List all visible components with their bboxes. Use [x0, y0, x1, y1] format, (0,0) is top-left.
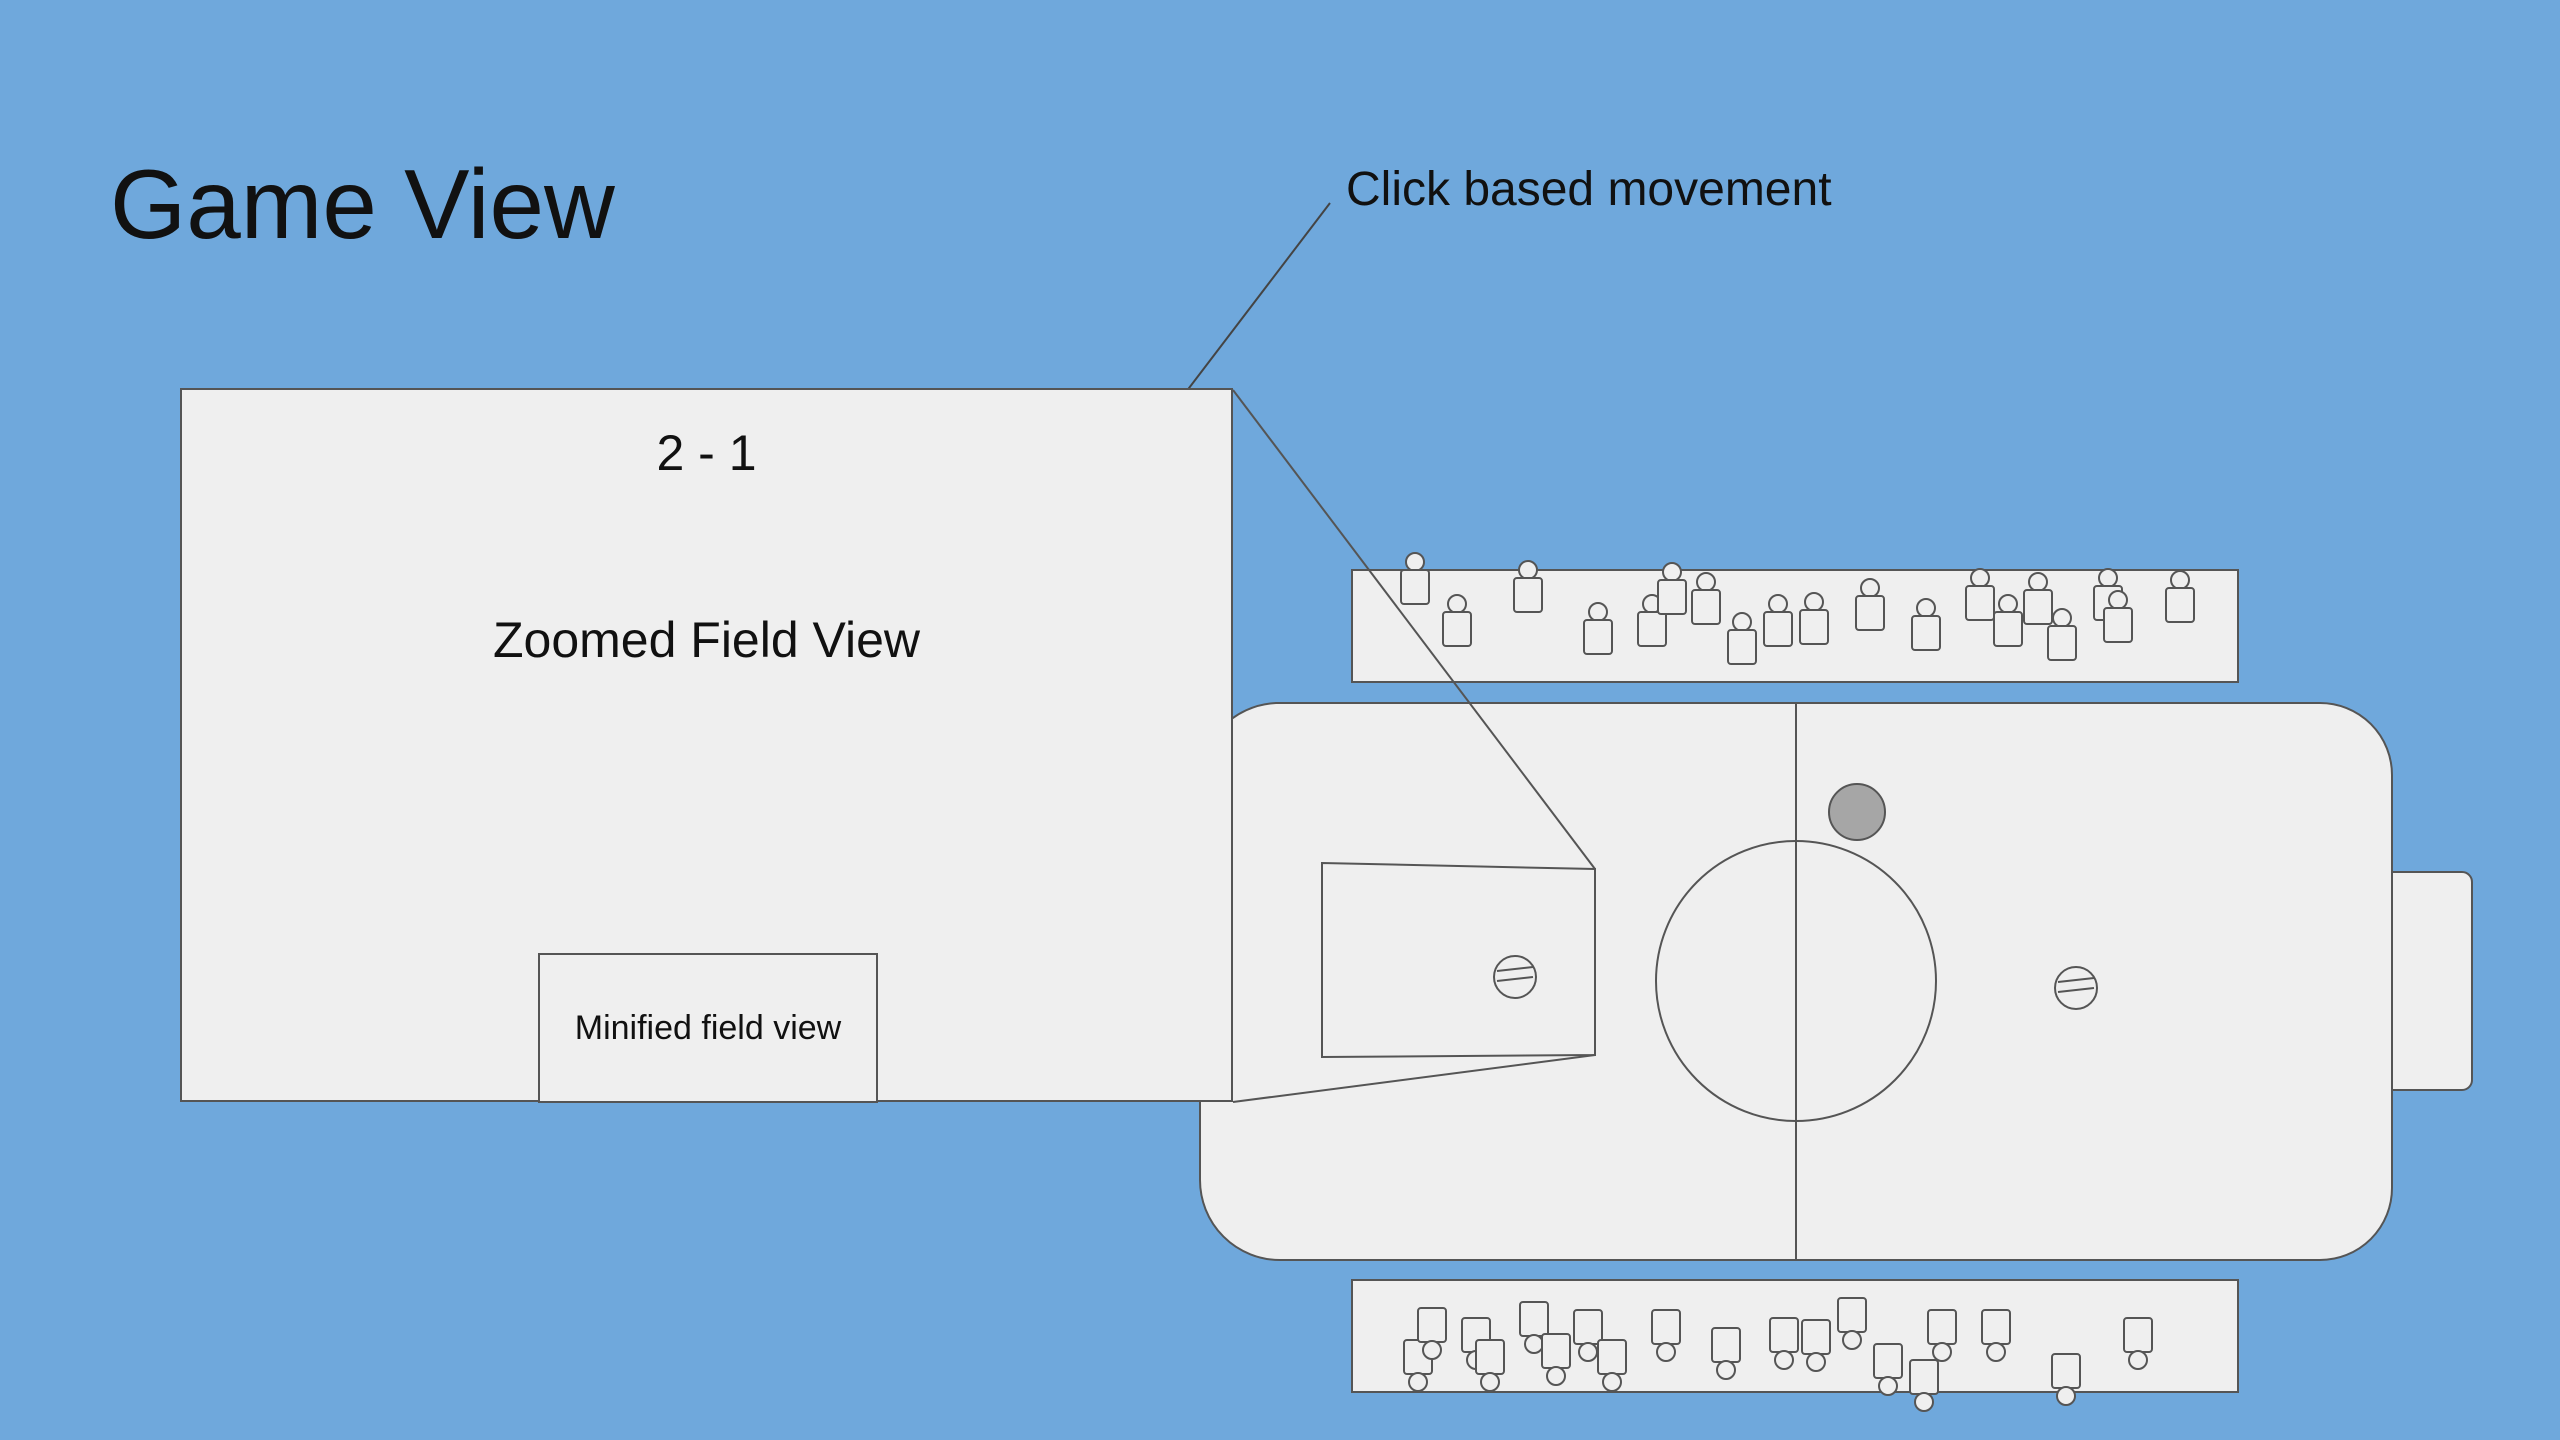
spectators-bottom-group: [1403, 1297, 2153, 1412]
person-outline-icon: [1801, 1319, 1831, 1372]
person-outline-icon: [1909, 1359, 1939, 1412]
person-outline-icon: [2023, 572, 2053, 625]
person-outline-icon: [1911, 598, 1941, 651]
person-outline-icon: [1442, 594, 1472, 647]
zoom-line-top: [1232, 389, 1596, 870]
soccer-ball-icon: [2054, 966, 2098, 1010]
person-outline-icon: [1981, 1309, 2011, 1362]
person-outline-icon: [1651, 1309, 1681, 1362]
person-outline-icon: [2103, 590, 2133, 643]
person-outline-icon: [1855, 578, 1885, 631]
person-outline-icon: [2123, 1317, 2153, 1370]
person-outline-icon: [1691, 572, 1721, 625]
person-outline-icon: [2047, 608, 2077, 661]
person-outline-icon: [2165, 570, 2195, 623]
person-outline-icon: [1927, 1309, 1957, 1362]
person-outline-icon: [1417, 1307, 1447, 1360]
person-outline-icon: [1769, 1317, 1799, 1370]
page-title: Game View: [110, 149, 615, 259]
minimap-panel[interactable]: Minified field view: [538, 953, 878, 1103]
callout-label: Click based movement: [1346, 163, 1832, 216]
person-outline-icon: [1541, 1333, 1571, 1386]
soccer-ball-icon: [1493, 955, 1537, 999]
person-outline-icon: [1993, 594, 2023, 647]
zoomed-field-label: Zoomed Field View: [492, 612, 921, 668]
score-display: 2 - 1: [656, 425, 757, 481]
viewport-region: [1321, 861, 1596, 1059]
person-outline-icon: [1583, 602, 1613, 655]
minimap-label: Minified field view: [574, 1009, 842, 1047]
person-outline-icon: [1475, 1339, 1505, 1392]
zoomed-field-view-panel: 2 - 1 Zoomed Field View Minified field v…: [180, 388, 1233, 1103]
spectators-top-group: [1400, 552, 2195, 665]
person-outline-icon: [1400, 552, 1430, 605]
person-outline-icon: [2051, 1353, 2081, 1406]
person-outline-icon: [1513, 560, 1543, 613]
person-outline-icon: [1965, 568, 1995, 621]
person-outline-icon: [1573, 1309, 1603, 1362]
person-outline-icon: [1727, 612, 1757, 665]
marker-circle: [1828, 783, 1886, 841]
person-outline-icon: [1657, 562, 1687, 615]
person-outline-icon: [1837, 1297, 1867, 1350]
person-outline-icon: [1763, 594, 1793, 647]
center-circle: [1655, 840, 1937, 1122]
person-outline-icon: [1873, 1343, 1903, 1396]
stands-top: [1351, 569, 2239, 683]
person-outline-icon: [1711, 1327, 1741, 1380]
person-outline-icon: [1597, 1339, 1627, 1392]
goal-box-right: [2379, 871, 2473, 1091]
person-outline-icon: [1799, 592, 1829, 645]
zoom-line-bottom: [1232, 1054, 1596, 1103]
person-outline-icon: [1519, 1301, 1549, 1354]
